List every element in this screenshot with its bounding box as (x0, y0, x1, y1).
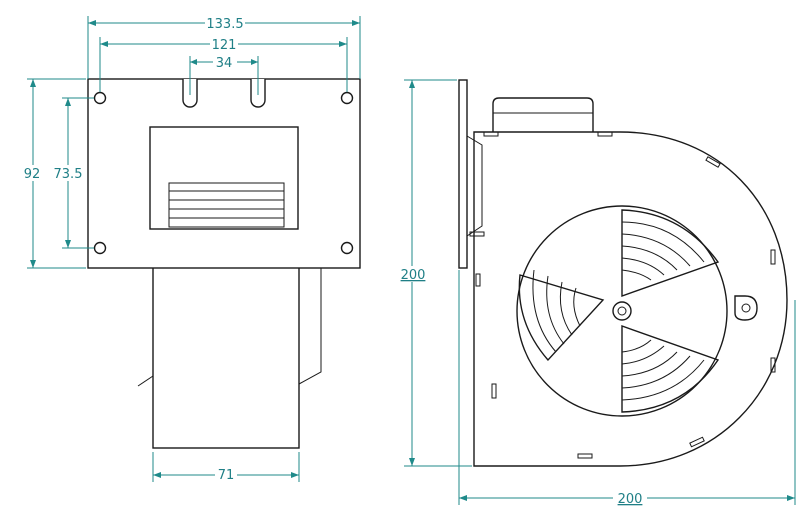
duct-bracket-line (137, 375, 154, 387)
width-total-label: 133.5 (206, 17, 243, 32)
dimension-hole-spacing-h: 121 (99, 37, 348, 92)
impeller-blade-bottom (621, 325, 720, 413)
dimension-side-width: 200 (458, 270, 796, 507)
mounting-hole-tl (93, 91, 107, 105)
dimension-height-total: 92 (20, 78, 86, 269)
outlet-width-label: 71 (218, 468, 235, 483)
housing-rivets (469, 131, 776, 459)
dimension-slot-spacing: 34 (189, 55, 259, 95)
duct-side-edge (298, 265, 322, 385)
mounting-hole-tr (340, 91, 354, 105)
side-view (458, 79, 788, 467)
hole-spacing-h-label: 121 (212, 38, 237, 53)
impeller-blade-left (518, 269, 605, 362)
height-total-label: 92 (24, 167, 41, 182)
impeller-hub-inner (617, 306, 627, 316)
dimension-outlet-width: 71 (152, 452, 300, 483)
dimension-width-total: 133.5 (87, 15, 361, 79)
dimension-side-height: 200 (398, 79, 472, 467)
louver-grille (168, 182, 285, 228)
outlet-duct (152, 265, 300, 449)
impeller-hub-outer (612, 301, 632, 321)
slot-spacing-label: 34 (216, 56, 233, 71)
mounting-flange (87, 78, 361, 269)
dimension-hole-spacing-v: 73.5 (52, 97, 94, 249)
front-view (87, 78, 361, 449)
plate-stiffener (466, 135, 483, 237)
side-width-label: 200 (618, 492, 643, 507)
impeller-blade-top (621, 209, 720, 297)
hole-spacing-v-label: 73.5 (54, 167, 83, 182)
inlet-opening (149, 126, 299, 230)
outlet-block (492, 97, 594, 132)
mounting-hole-br (340, 241, 354, 255)
mounting-plate (458, 79, 468, 269)
mounting-hole-bl (93, 241, 107, 255)
motor-tab (734, 295, 758, 321)
side-height-label: 200 (401, 268, 426, 283)
